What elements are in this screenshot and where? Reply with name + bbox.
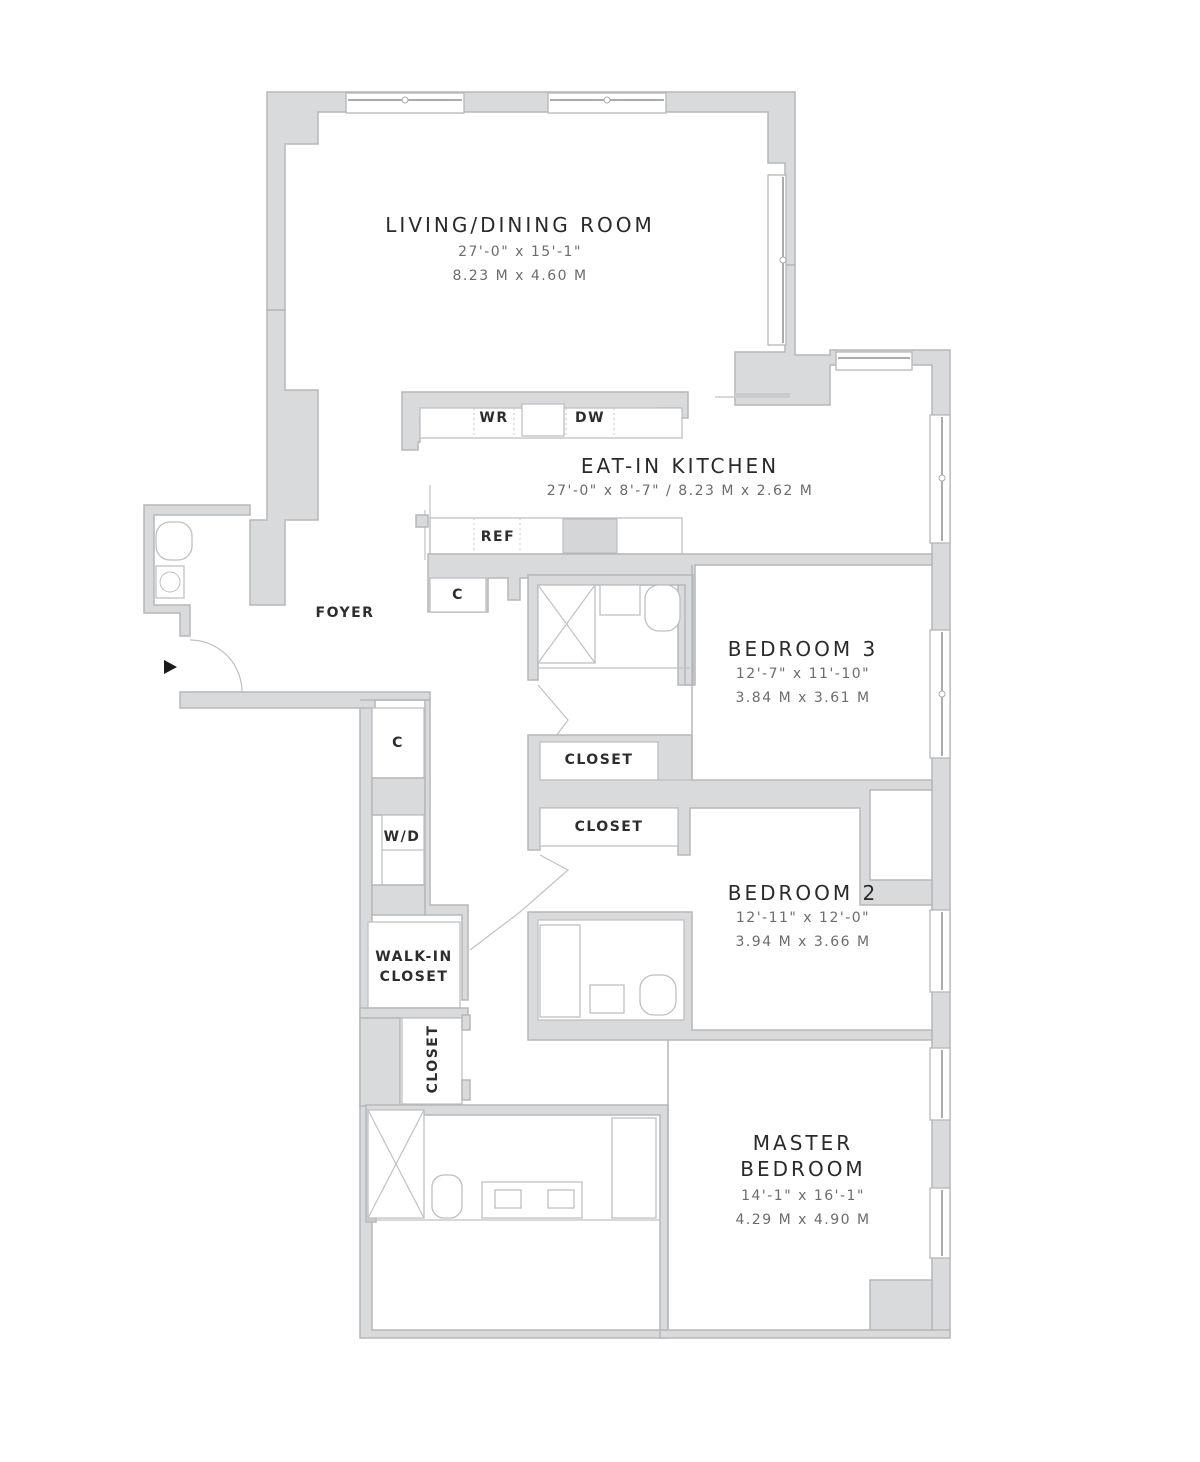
washer-dryer-label: W/D	[383, 829, 421, 845]
bedroom2-dim-imperial: 12'-11" x 12'-0"	[735, 910, 871, 926]
powder-room	[143, 504, 251, 637]
master-closet-label: CLOSET	[425, 1024, 441, 1094]
bedroom2-dim-metric: 3.94 M x 3.66 M	[735, 934, 871, 950]
walk-in-closet-label-line2: CLOSET	[379, 969, 449, 985]
bedroom3-closet-label: CLOSET	[564, 752, 634, 768]
bedroom3-dim-imperial: 12'-7" x 11'-10"	[735, 666, 871, 682]
foyer-closet-label: C	[452, 587, 464, 603]
living-room-walls	[249, 91, 951, 1336]
living-room-dim-imperial: 27'-0" x 15'-1"	[458, 244, 582, 260]
living-room-windows	[345, 92, 787, 346]
hall-closets	[359, 699, 471, 1107]
walk-in-closet-label-line1: WALK-IN	[375, 949, 453, 965]
kitchen-label: EAT-IN KITCHEN	[580, 454, 780, 478]
master-bedroom-dim-metric: 4.29 M x 4.90 M	[735, 1212, 871, 1228]
bedroom3-dim-metric: 3.84 M x 3.61 M	[735, 690, 871, 706]
kitchen-counters	[401, 391, 689, 560]
hall-closet-label: C	[392, 735, 404, 751]
kitchen-dims: 27'-0" x 8'-7" / 8.23 M x 2.62 M	[546, 483, 814, 499]
entry-arrow-icon	[164, 660, 177, 674]
entry-door	[164, 639, 243, 693]
master-bedroom-label-line2: BEDROOM	[740, 1157, 866, 1181]
bedroom-closets	[527, 734, 933, 906]
kitchen-windows	[715, 351, 951, 1259]
master-bedroom-dim-imperial: 14'-1" x 16'-1"	[741, 1188, 865, 1204]
ref-label: REF	[480, 529, 516, 545]
bedroom3-label: BEDROOM 3	[727, 637, 879, 661]
living-room-dim-metric: 8.23 M x 4.60 M	[452, 268, 588, 284]
foyer-label: FOYER	[315, 605, 375, 621]
living-room-label: LIVING/DINING ROOM	[385, 213, 655, 237]
dw-label: DW	[574, 410, 606, 426]
bedroom2-bath	[469, 854, 933, 1041]
master-bedroom-label-line1: MASTER	[752, 1131, 854, 1155]
bedroom2-closet-label: CLOSET	[574, 819, 644, 835]
master-bath	[365, 1104, 669, 1331]
bedroom3-bath	[527, 574, 694, 761]
wr-label: WR	[479, 410, 509, 426]
bedroom2-label: BEDROOM 2	[727, 881, 879, 905]
foyer-closet	[429, 577, 487, 613]
